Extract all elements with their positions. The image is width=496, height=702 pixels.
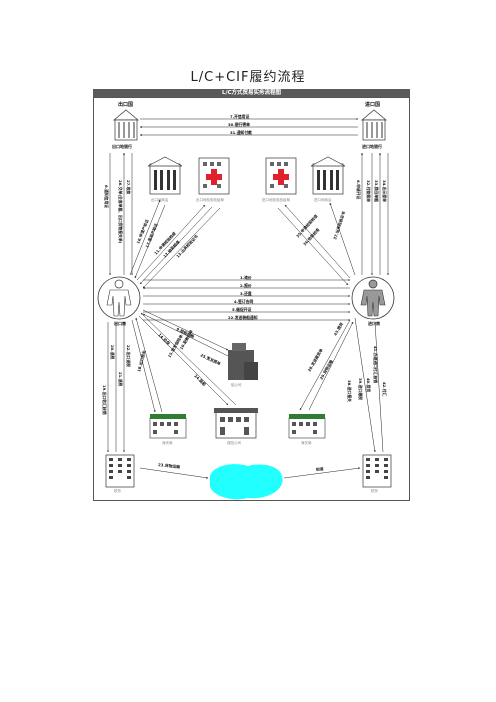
customs-left-label: 海关局 xyxy=(162,440,173,445)
right-building-2-label: 进口地商会 xyxy=(314,197,332,202)
flow-arrow xyxy=(142,207,221,289)
bank-flow-label: 30.银行寄单 xyxy=(228,122,250,127)
flow-arrow xyxy=(129,199,161,276)
left-tax-label: 税务 xyxy=(114,488,121,493)
shipping-company-building xyxy=(228,343,258,380)
flow-arrow xyxy=(374,321,384,453)
importer-bank-label: 进口地银行 xyxy=(362,143,382,149)
center-flow-label: 14.投保 xyxy=(157,332,171,346)
vertical-flow-label: 33.换回单据 xyxy=(374,180,379,202)
flow-arrow xyxy=(308,321,354,411)
flow-arrow xyxy=(134,204,166,279)
flow-arrow xyxy=(139,206,213,285)
bottom-flow-label: 到港 xyxy=(316,466,324,472)
flow-arrow xyxy=(284,204,351,279)
trade-flow-label: 5.催促开证 xyxy=(232,307,251,312)
import-country-label: 进口国 xyxy=(365,101,380,108)
flow-arrow xyxy=(140,312,237,406)
vertical-flow-label: 34.出示提单 xyxy=(382,180,387,202)
right-institution-building-1 xyxy=(265,157,297,195)
trade-flow-label: 4.签订合同 xyxy=(234,299,253,304)
right-tax-label: 税务 xyxy=(371,488,379,493)
lower-flow-label: 21.退税 xyxy=(118,372,123,387)
flow-arrow xyxy=(142,309,229,351)
flow-arrow xyxy=(142,313,229,357)
right-tax-building xyxy=(362,454,392,488)
left-customs-building xyxy=(149,414,187,439)
lower-flow-label: 38.进口报关 xyxy=(347,380,352,402)
export-country-label: 出口国 xyxy=(118,101,133,108)
shipping-label: 船公司 xyxy=(231,382,242,387)
flow-arrow xyxy=(131,319,156,413)
vertical-flow-label: 27.收款 xyxy=(126,180,131,195)
flow-arrow xyxy=(136,204,206,281)
right-building-1-label: 进口地检验检疫局 xyxy=(262,197,290,202)
vertical-flow-label: 26.交单(全套单据、出口货物报关单) xyxy=(118,180,123,244)
importer-label: 进口商 xyxy=(368,320,380,326)
flowchart-banner: L/C方式贸易实务流程图 xyxy=(93,89,410,97)
insurance-building xyxy=(214,408,258,439)
left-tax-building xyxy=(105,454,135,488)
left-building-1-label: 出口地商会 xyxy=(151,197,169,202)
lower-flow-label: 20.退税 xyxy=(110,345,115,360)
bank-flow-label: 31.通知付款 xyxy=(230,130,252,135)
flow-arrow xyxy=(283,467,361,479)
flow-arrow xyxy=(354,317,376,453)
trade-flow-label: 2.报价 xyxy=(240,283,252,288)
right-customs-building xyxy=(288,414,326,439)
lower-flow-label: 42.付汇 xyxy=(382,382,387,397)
left-institution-building-1 xyxy=(147,156,183,195)
lower-flow-label: 40.提货 xyxy=(366,378,371,393)
right-institution-building-2 xyxy=(310,156,346,195)
lower-flow-label: 18.出口报关 xyxy=(136,350,147,373)
flow-arrow xyxy=(138,315,229,406)
insurance-label: 保险公司 xyxy=(227,440,241,445)
flow-arrow xyxy=(329,202,356,276)
flow-arrow xyxy=(277,207,349,286)
right-center-flow-label: 28.发送提货单 xyxy=(307,348,324,373)
exporter-bank-label: 出口地银行 xyxy=(112,143,132,149)
sea-shape xyxy=(210,464,283,500)
importer-person-icon xyxy=(351,276,395,320)
trade-flow-label: 22.发送装船通知 xyxy=(228,315,258,320)
bottom-flow-label: 23.货物运输 xyxy=(158,462,181,469)
lower-flow-label: 41.办理进口付汇核销 xyxy=(373,346,378,383)
flowchart-frame xyxy=(93,97,410,501)
bank-flow-label: 7.开信用证 xyxy=(230,114,249,119)
flow-arrow xyxy=(139,467,209,479)
diag-flow-label: 13.出具检验证书 xyxy=(175,234,199,259)
exporter-bank-icon xyxy=(113,109,139,141)
page-title: L/C+CIF履约流程 xyxy=(190,70,306,85)
flow-arrow xyxy=(299,319,351,411)
lower-flow-label: 39.进口缴税 xyxy=(358,378,363,400)
right-center-flow-label: 43.提货 xyxy=(333,321,345,336)
left-institution-building-2 xyxy=(198,157,230,195)
exporter-person-icon xyxy=(97,276,141,320)
customs-right-label: 海关局 xyxy=(301,440,312,445)
importer-bank-icon xyxy=(361,109,387,141)
vertical-flow-label: 32.付款赎单 xyxy=(366,180,371,202)
lower-flow-label: 19.出口收汇核销 xyxy=(102,385,107,415)
vertical-flow-label: 8.通知信用证 xyxy=(104,185,109,208)
trade-flow-label: 3.还盘 xyxy=(240,291,252,296)
vertical-flow-label: 6.申请开证 xyxy=(356,180,361,199)
trade-flow-label: 1.询价 xyxy=(240,275,252,280)
exporter-label: 出口商 xyxy=(114,320,126,326)
right-center-flow-label: 29.货物运输 xyxy=(319,359,334,381)
left-building-2-label: 出口地检验检疫局 xyxy=(196,197,224,202)
lower-flow-label: 22.出口退税 xyxy=(126,345,131,367)
flow-arrow xyxy=(135,317,163,413)
center-flow-label: 25.签发提单 xyxy=(200,352,222,366)
